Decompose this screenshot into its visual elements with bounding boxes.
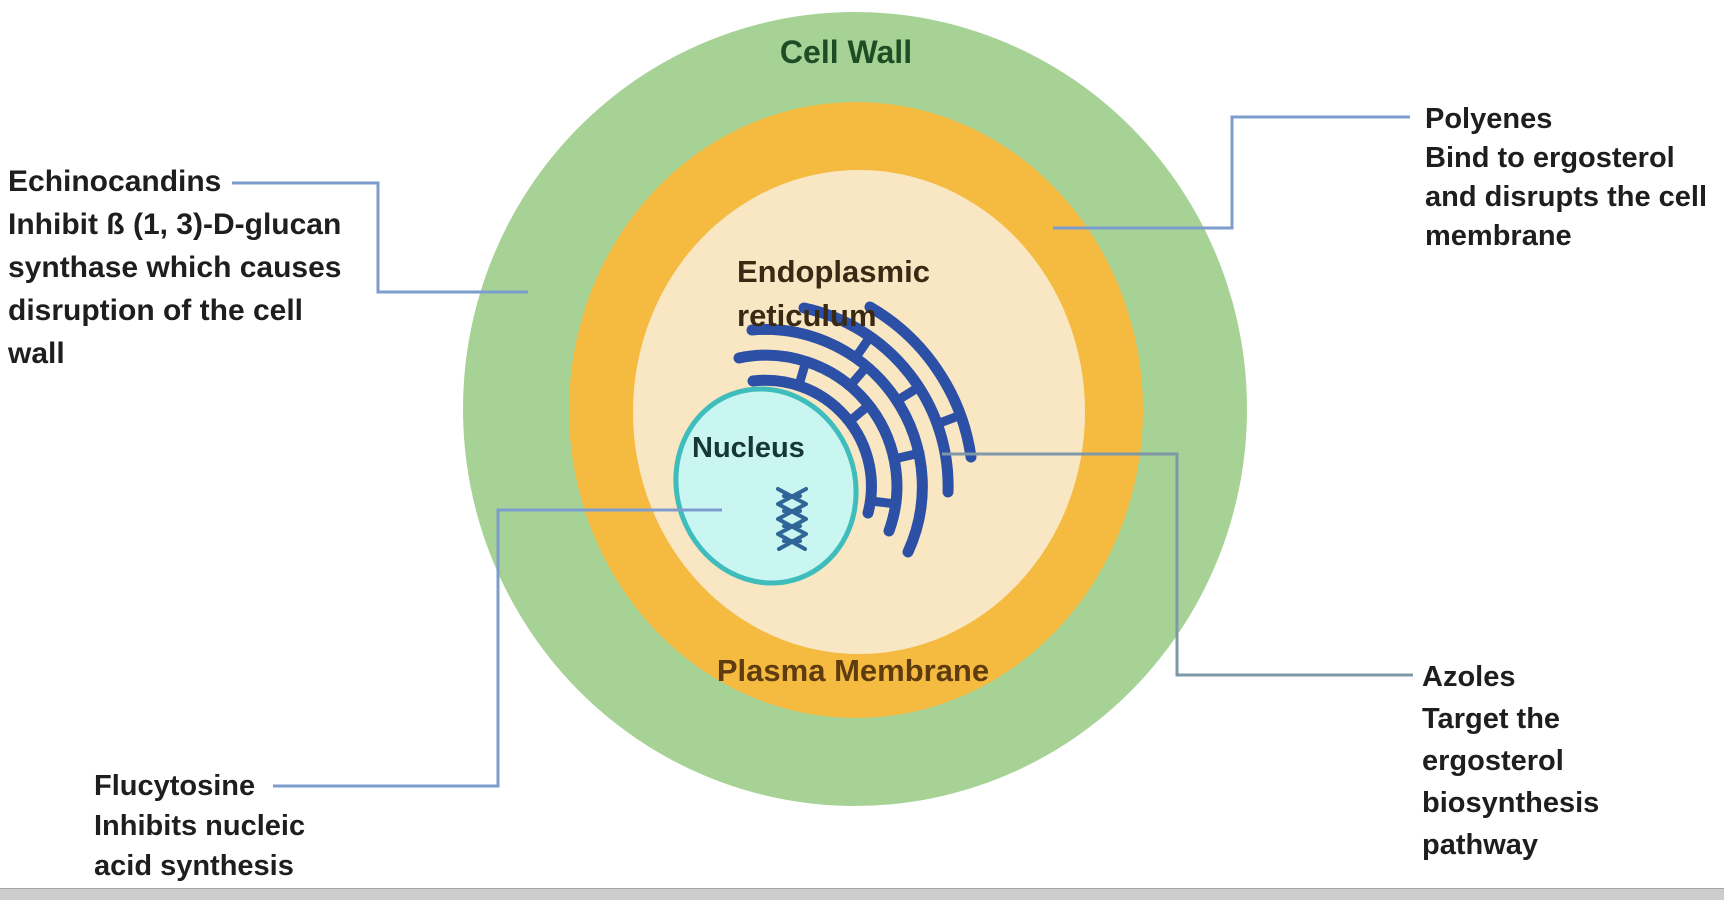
annotation-line: synthase which causes — [8, 251, 342, 284]
nucleus-label: Nucleus — [692, 432, 805, 464]
annotation-line: disruption of the cell — [8, 294, 304, 327]
bottom-edge-bar — [0, 888, 1724, 900]
annotation-line: pathway — [1422, 829, 1539, 861]
annotation-flucytosine: Flucytosine Inhibits nucleic acid synthe… — [94, 766, 305, 886]
annotation-line: Inhibit ß (1, 3)-D-glucan — [8, 208, 342, 241]
drug-name-azoles: Azoles — [1422, 661, 1516, 693]
drug-name-echinocandins: Echinocandins — [8, 165, 222, 198]
annotation-line: wall — [8, 337, 65, 370]
endoplasmic-reticulum-label: Endoplasmic reticulum — [737, 250, 930, 338]
nucleus-ellipse — [673, 386, 859, 586]
annotation-line: Inhibits nucleic — [94, 810, 306, 842]
er-label-line2: reticulum — [737, 298, 877, 333]
flucytosine-connector-line — [273, 508, 722, 788]
annotation-line: Bind to ergosterol — [1425, 142, 1675, 174]
polyenes-connector-line — [1053, 115, 1410, 230]
annotation-line: membrane — [1425, 220, 1572, 252]
plasma-membrane-label: Plasma Membrane — [716, 653, 990, 688]
dna-icon — [776, 487, 808, 551]
endoplasmic-reticulum-drawing — [733, 301, 977, 558]
annotation-polyenes: Polyenes Bind to ergosterol and disrupts… — [1425, 100, 1707, 256]
annotation-line: Target the — [1422, 703, 1561, 735]
annotation-line: and disrupts the cell — [1425, 181, 1707, 213]
drug-name-flucytosine: Flucytosine — [94, 770, 256, 802]
annotation-azoles: Azoles Target the ergosterol biosynthesi… — [1422, 656, 1599, 866]
annotation-echinocandins: Echinocandins Inhibit ß (1, 3)-D-glucan … — [8, 160, 342, 375]
drug-name-polyenes: Polyenes — [1425, 103, 1553, 135]
annotation-line: biosynthesis — [1422, 787, 1600, 819]
azoles-connector-line — [942, 452, 1413, 677]
annotation-line: acid synthesis — [94, 850, 294, 882]
cell-wall-label: Cell Wall — [779, 34, 913, 70]
annotation-line: ergosterol — [1422, 745, 1564, 777]
echinocandins-connector-line — [232, 181, 528, 294]
er-label-line1: Endoplasmic — [737, 254, 930, 289]
